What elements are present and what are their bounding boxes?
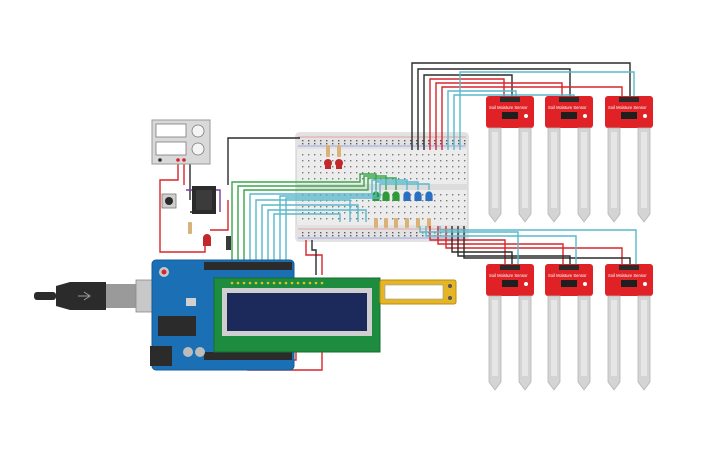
push-button[interactable] [161,193,177,209]
resistor[interactable] [188,222,192,234]
usb-cable[interactable] [34,279,171,313]
soil-moisture-sensor[interactable]: Soil Moisture Sensor [545,96,593,223]
resistor[interactable] [326,145,341,157]
soil-moisture-sensor[interactable]: Soil Moisture Sensor [486,264,534,391]
soil-moisture-sensor[interactable]: Soil Moisture Sensor [605,264,653,391]
blue-led-3[interactable] [425,191,433,201]
red-led-1[interactable] [324,159,332,169]
soil-moisture-sensor[interactable]: Soil Moisture Sensor [605,96,653,223]
lcd-display[interactable] [213,277,381,353]
soil-moisture-sensor[interactable]: Soil Moisture Sensor [545,264,593,391]
lcd-pin-header [230,281,324,285]
sensor-label: Soil Moisture Sensor [548,273,587,278]
wires [159,62,637,371]
lcd-screen [227,293,367,331]
green-led-3[interactable] [392,191,400,201]
indicator-led[interactable] [203,234,211,246]
power-supply[interactable] [151,119,211,165]
blue-led-1[interactable] [403,191,411,201]
sensor-label: Soil Moisture Sensor [608,105,647,110]
microcontroller-chip [158,316,196,336]
sensor-label: Soil Moisture Sensor [608,273,647,278]
resistor-row[interactable] [374,218,431,228]
soil-moisture-sensor[interactable]: Soil Moisture Sensor [486,96,534,223]
slide-potentiometer[interactable] [379,279,457,305]
sensor-label: Soil Moisture Sensor [489,273,528,278]
relay[interactable] [192,186,216,214]
green-led-2[interactable] [382,191,390,201]
diode[interactable] [226,236,231,250]
red-led-2[interactable] [335,159,343,169]
sensor-label: Soil Moisture Sensor [548,105,587,110]
sensor-label: Soil Moisture Sensor [489,105,528,110]
blue-led-2[interactable] [414,191,422,201]
